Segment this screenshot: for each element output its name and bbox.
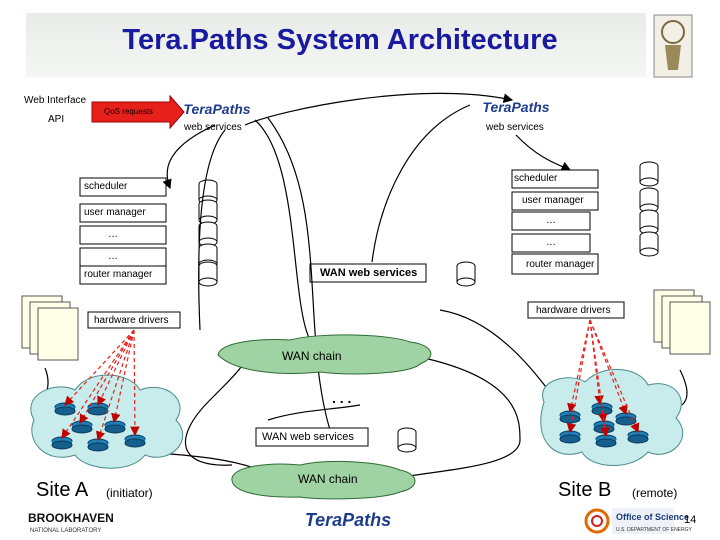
right-ellipsis-box-1 bbox=[511, 211, 591, 231]
right-scheduler-box bbox=[511, 169, 599, 189]
wan-web-services-bottom-label: WAN web services bbox=[262, 431, 354, 443]
right-terapaths-logo: TeraPaths bbox=[482, 99, 549, 115]
left-hardware-stack-icon bbox=[21, 295, 79, 361]
site-b-name: Site B bbox=[558, 479, 612, 501]
left-ellipsis-label-1: … bbox=[108, 229, 118, 240]
web-interface-label: Web Interface bbox=[24, 95, 87, 106]
right-hardware-drivers-box bbox=[527, 301, 625, 319]
right-router-manager-box bbox=[511, 253, 599, 275]
left-hardware-drivers-label: hardware drivers bbox=[94, 315, 169, 326]
right-ellipsis-label-1: … bbox=[546, 215, 556, 226]
footer-terapaths-logo: TeraPaths bbox=[305, 510, 391, 530]
wan-bottom-database bbox=[397, 427, 417, 453]
right-driver-links bbox=[566, 319, 640, 438]
brookhaven-logo: BROOKHAVEN NATIONAL LABORATORY bbox=[28, 511, 114, 534]
right-user-manager-box bbox=[511, 191, 599, 211]
wan-web-services-top-label: WAN web services bbox=[320, 267, 418, 279]
right-logo-text: TeraPaths bbox=[482, 99, 549, 115]
office-of-science-logo: Office of Science U.S. DEPARTMENT OF ENE… bbox=[584, 508, 693, 534]
left-ellipsis-box-1 bbox=[79, 225, 167, 245]
site-a-cloud bbox=[30, 374, 183, 469]
left-scheduler-label: scheduler bbox=[84, 181, 128, 192]
qos-request-arrow bbox=[91, 94, 185, 130]
site-a-role: (initiator) bbox=[106, 486, 153, 500]
left-driver-links bbox=[61, 329, 140, 442]
right-hardware-drivers-label: hardware drivers bbox=[536, 305, 611, 316]
left-router-manager-box bbox=[79, 265, 167, 285]
wan-web-services-bottom-box bbox=[255, 427, 369, 447]
left-user-manager-box bbox=[79, 203, 167, 223]
api-label: API bbox=[48, 114, 65, 125]
right-web-services-label: web services bbox=[486, 122, 544, 133]
right-user-manager-label: user manager bbox=[522, 195, 584, 206]
page-number: 14 bbox=[684, 514, 697, 526]
left-logo-text: TeraPaths bbox=[183, 101, 250, 117]
wan-chain-bottom-label: WAN chain bbox=[298, 472, 358, 486]
left-ellipsis-label-2: … bbox=[108, 251, 118, 262]
right-module-stack bbox=[511, 169, 599, 275]
footer-logo-text: TeraPaths bbox=[305, 510, 391, 530]
right-ellipsis-label-2: … bbox=[546, 237, 556, 248]
left-user-manager-label: user manager bbox=[84, 207, 146, 218]
right-scheduler-label: scheduler bbox=[514, 173, 558, 184]
site-a-name: Site A bbox=[36, 479, 89, 501]
title-band bbox=[26, 13, 646, 77]
office-logo-sub: U.S. DEPARTMENT OF ENERGY bbox=[616, 527, 693, 533]
page-title: Tera.Paths System Architecture bbox=[122, 24, 558, 56]
right-databases bbox=[639, 161, 659, 257]
wan-chain-top-cloud bbox=[217, 334, 432, 375]
brookhaven-logo-sub: NATIONAL LABORATORY bbox=[30, 528, 101, 534]
right-router-manager-label: router manager bbox=[526, 259, 595, 270]
left-web-services-label: web services bbox=[184, 122, 242, 133]
qos-requests-label: QoS requests bbox=[104, 107, 153, 116]
wan-chain-top-label: WAN chain bbox=[282, 349, 342, 363]
office-logo-text: Office of Science bbox=[616, 512, 689, 522]
site-b-cloud bbox=[540, 369, 683, 466]
wan-chain-bottom-cloud bbox=[231, 460, 416, 500]
right-hardware-stack-icon bbox=[653, 289, 711, 355]
brookhaven-logo-text: BROOKHAVEN bbox=[28, 511, 114, 525]
wan-ellipsis: . . . bbox=[332, 390, 352, 406]
right-ellipsis-box-2 bbox=[511, 233, 591, 253]
left-hardware-drivers-box bbox=[87, 311, 181, 329]
site-b-role: (remote) bbox=[632, 486, 678, 500]
left-databases bbox=[198, 179, 218, 287]
left-ellipsis-box-2 bbox=[79, 247, 167, 267]
wan-top-database bbox=[456, 261, 476, 287]
atlas-statue-image bbox=[653, 14, 693, 78]
wan-web-services-top-box bbox=[309, 263, 427, 283]
left-router-manager-label: router manager bbox=[84, 269, 153, 280]
left-terapaths-logo: TeraPaths bbox=[183, 96, 251, 120]
